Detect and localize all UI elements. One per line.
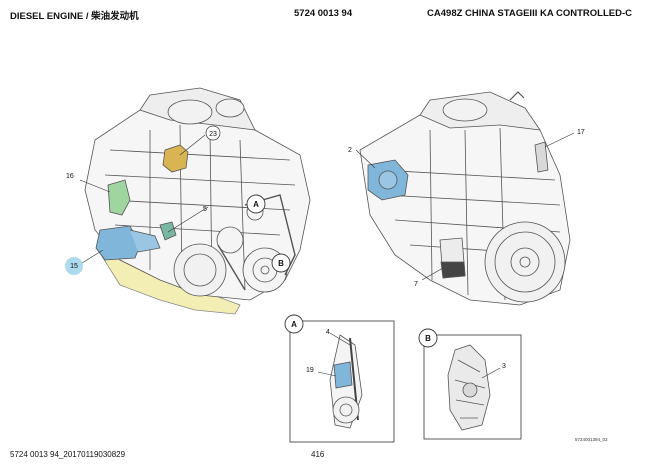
callout-23: 23 [209, 131, 217, 138]
pipe-highlight [107, 179, 131, 216]
callout-23-circle [205, 125, 221, 141]
view-marker-a-left [246, 194, 266, 214]
fuel-filter-highlight [162, 144, 189, 173]
callout-17: 17 [577, 129, 585, 136]
page-number: 416 [311, 450, 325, 459]
callout-3: 3 [502, 363, 506, 370]
callout-5: 5 [203, 206, 207, 213]
callout-15: 15 [70, 263, 78, 270]
callout-4: 4 [326, 329, 330, 336]
callout-19: 19 [306, 367, 314, 374]
view-label-a-detail: A [291, 320, 297, 329]
callout-2: 2 [348, 147, 352, 154]
starter-highlight [95, 225, 141, 261]
detail-a-belt-drawing [329, 334, 363, 429]
header-title: DIESEL ENGINE / 柴油发动机 [10, 11, 139, 22]
left-callout-leaders [79, 134, 209, 264]
callout-15-highlight [65, 257, 83, 275]
view-label-b-left: B [278, 259, 284, 268]
view-marker-b-left [271, 253, 291, 273]
detail-b-fan-drawing [447, 344, 491, 431]
detail-b-leader [481, 367, 501, 379]
left-engine-view [84, 87, 311, 315]
view-label-a-left: A [253, 200, 259, 209]
right-engine-view [359, 91, 571, 306]
footer-document-id: 5724 0013 94_20170119030829 [10, 450, 126, 459]
view-label-b-detail: B [425, 334, 431, 343]
header-model: CA498Z CHINA STAGEIII KA CONTROLLED-C [427, 8, 632, 19]
callout-7: 7 [414, 281, 418, 288]
callout-16: 16 [66, 173, 74, 180]
view-marker-a-detail [284, 314, 304, 334]
header-part-number: 5724 0013 94 [294, 8, 353, 19]
view-marker-b-detail [418, 328, 438, 348]
right-callout-leaders [355, 132, 575, 281]
detail-a-leaders [317, 332, 351, 377]
figure-code: 5724001394_03 [575, 437, 608, 442]
